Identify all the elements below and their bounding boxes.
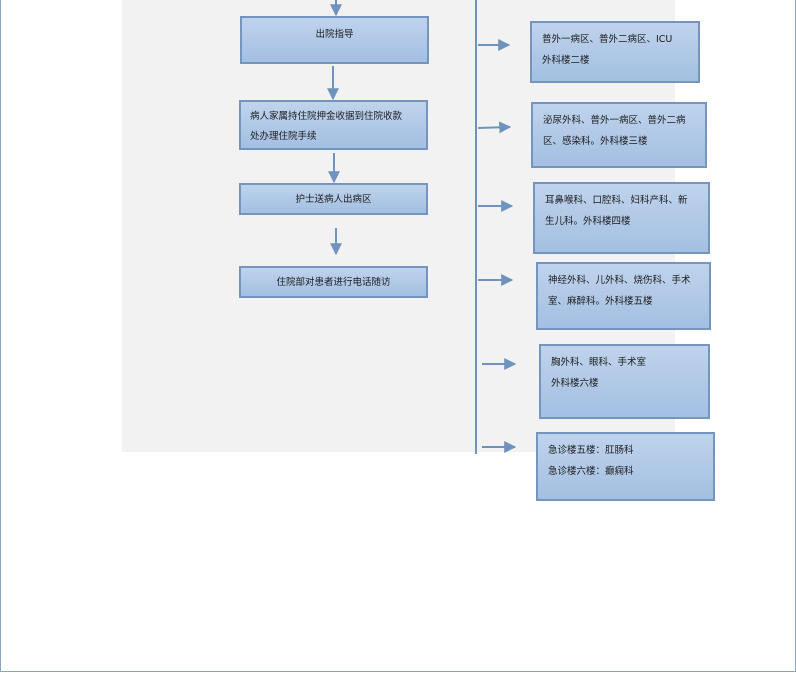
branch-arrow-1 [477, 121, 512, 134]
flow-step-settle-payment: 病人家属持住院押金收据到住院收款 处办理住院手续 [239, 100, 428, 150]
floor-box-emergency: 急诊楼五楼：肛肠科 急诊楼六楼：癫痫科 [536, 432, 715, 501]
floor-text: 外科楼二楼 [542, 55, 590, 66]
flow-step-nurse-escort: 护士送病人出病区 [239, 183, 428, 215]
flow-step-phone-followup: 住院部对患者进行电话随访 [239, 266, 428, 298]
floor-box-6: 胸外科、眼科、手术室 外科楼六楼 [539, 344, 710, 419]
floor-box-2: 普外一病区、普外二病区、ICU 外科楼二楼 [530, 21, 700, 83]
floor-text: 区、感染科。外科楼三楼 [543, 136, 648, 147]
floor-text: 室、麻醉科。外科楼五楼 [548, 296, 653, 307]
floor-text: 神经外科、儿外科、烧伤科、手术 [548, 275, 691, 286]
flow-step-text: 住院部对患者进行电话随访 [276, 277, 391, 288]
floor-text: 泌尿外科、普外一病区、普外二病 [543, 115, 686, 126]
floor-box-3: 泌尿外科、普外一病区、普外二病 区、感染科。外科楼三楼 [531, 102, 707, 168]
floor-text: 普外一病区、普外二病区、ICU [542, 34, 673, 45]
floor-text: 胸外科、眼科、手术室 [551, 357, 647, 368]
floor-box-4: 耳鼻喉科、口腔科、妇科产科、新 生儿科。外科楼四楼 [533, 182, 710, 254]
flow-step-text: 处办理住院手续 [250, 131, 317, 142]
flow-step-discharge-guidance: 出院指导 [240, 16, 429, 64]
floor-text: 急诊楼五楼：肛肠科 [548, 445, 634, 456]
flow-step-text: 出院指导 [315, 29, 354, 40]
floor-text: 耳鼻喉科、口腔科、妇科产科、新 [545, 195, 688, 206]
floor-text: 生儿科。外科楼四楼 [545, 216, 631, 227]
vertical-connector-line [475, 0, 477, 454]
floor-text: 急诊楼六楼：癫痫科 [548, 466, 634, 477]
floor-text: 外科楼六楼 [551, 378, 599, 389]
floor-box-5: 神经外科、儿外科、烧伤科、手术 室、麻醉科。外科楼五楼 [536, 262, 711, 330]
flow-step-text: 护士送病人出病区 [295, 194, 372, 205]
flow-step-text: 病人家属持住院押金收据到住院收款 [250, 111, 403, 122]
